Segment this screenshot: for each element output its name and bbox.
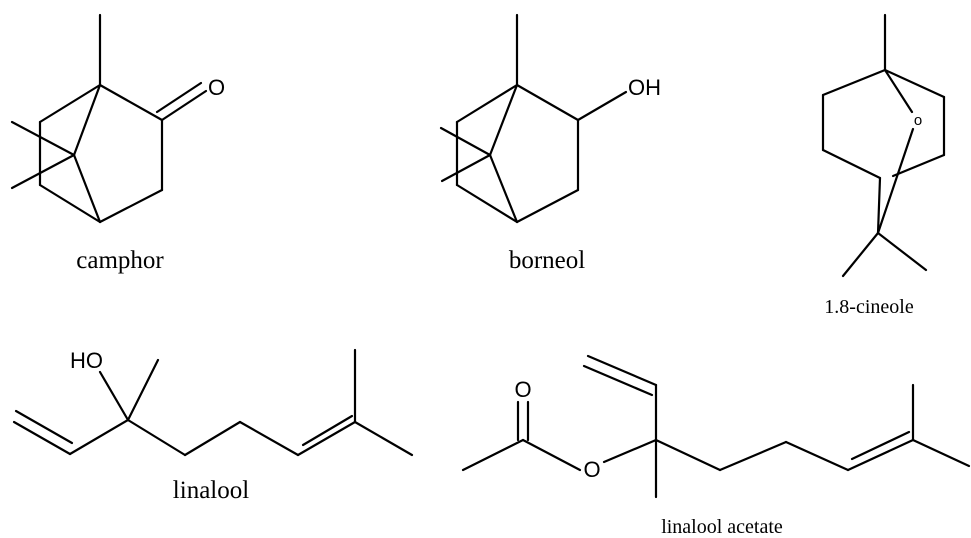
molecule-camphor: O camphor [10, 13, 225, 274]
molecule-cineole: o 1.8-cineole [821, 13, 946, 318]
molecule-linalool: HO linalool [12, 348, 414, 504]
cineole-bonds [821, 13, 946, 278]
molecule-borneol: OH borneol [439, 13, 661, 274]
camphor-oxygen-label: O [208, 75, 225, 100]
acetate-ester-oxygen-label: O [583, 457, 600, 482]
linalool-bonds [12, 348, 414, 457]
borneol-hydroxyl-label: OH [628, 75, 661, 100]
borneol-bonds [439, 13, 628, 224]
cineole-label: 1.8-cineole [824, 296, 914, 318]
cineole-oxygen-label: o [914, 112, 922, 129]
linalool-label: linalool [173, 477, 249, 504]
linalool-hydroxyl-label: HO [70, 348, 103, 373]
acetate-carbonyl-oxygen-label: O [514, 377, 531, 402]
camphor-bonds [10, 13, 208, 224]
linalool-acetate-label: linalool acetate [661, 516, 783, 538]
linalool-acetate-bonds [461, 354, 971, 499]
molecule-linalool-acetate: O O linalool acetate [461, 354, 971, 538]
borneol-label: borneol [509, 247, 585, 274]
camphor-label: camphor [76, 247, 164, 274]
